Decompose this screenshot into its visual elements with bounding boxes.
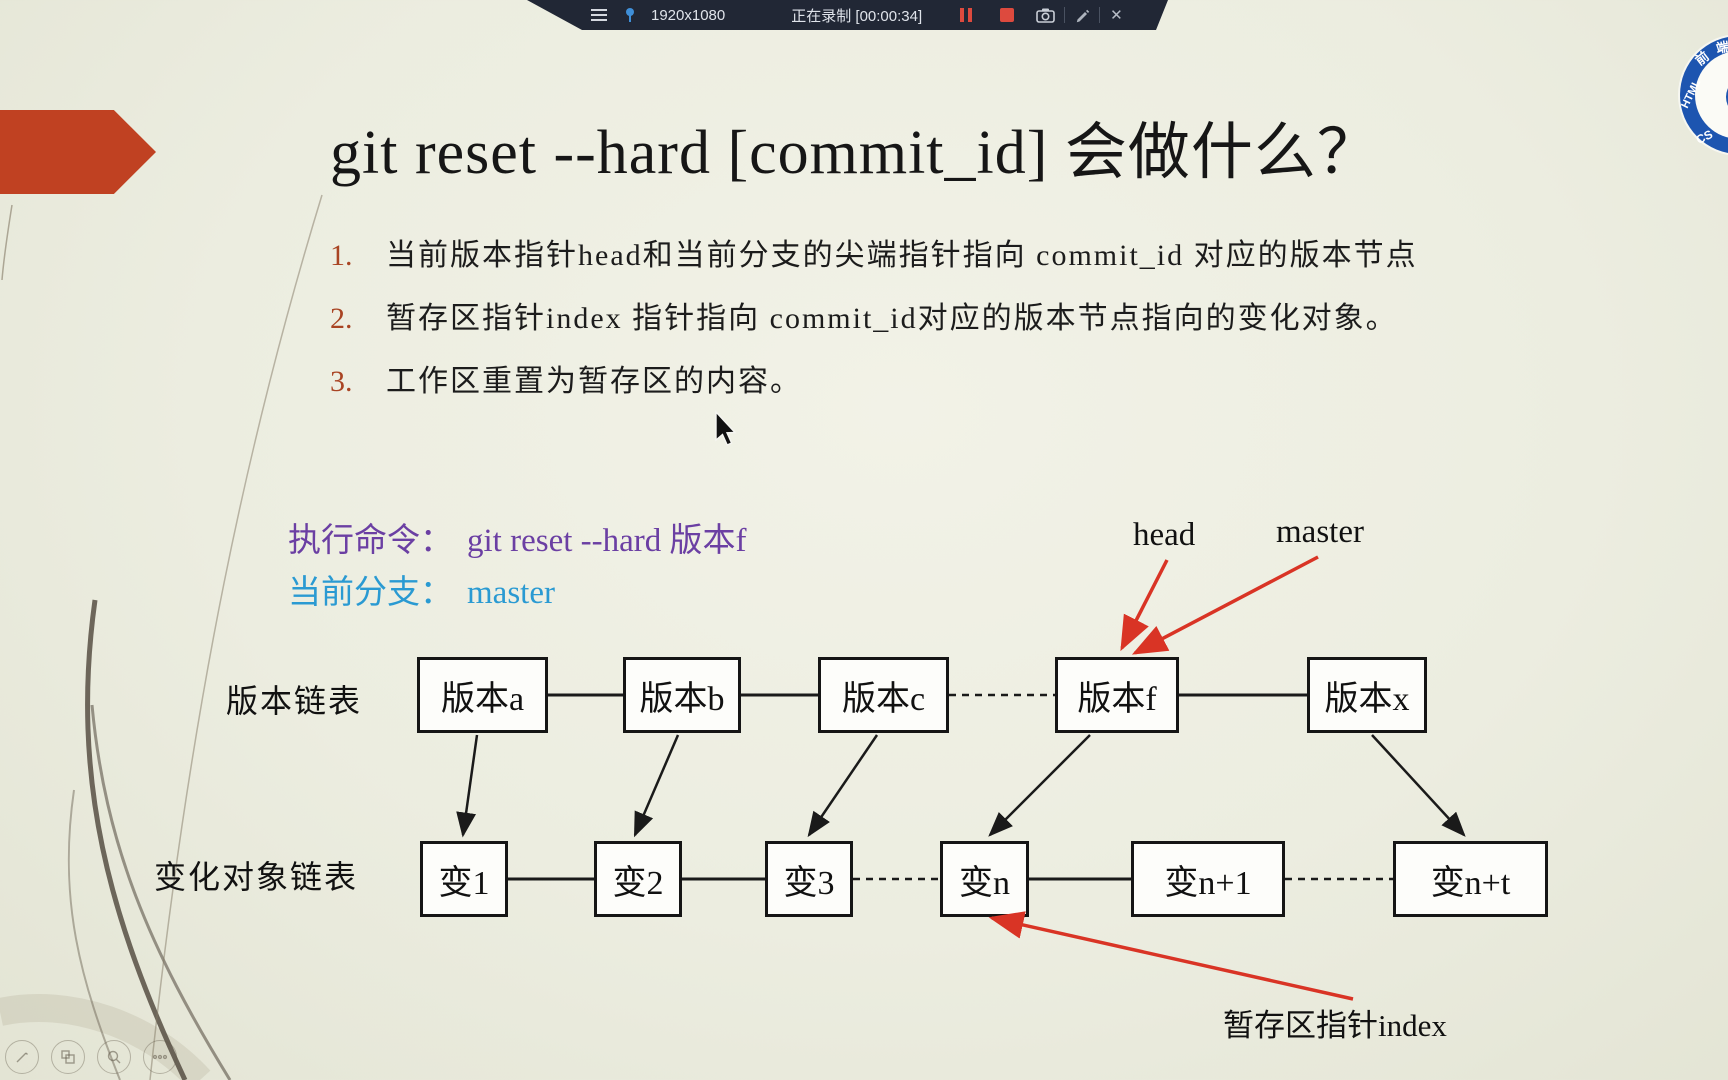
stop-icon[interactable] [1000, 8, 1014, 22]
magnifier-icon [107, 1050, 121, 1064]
logo-ring-text: 端 [1714, 38, 1728, 57]
change-node-text: 变n+t [1430, 864, 1511, 902]
index-pointer-label: 暂存区指针index [1223, 1008, 1447, 1043]
bullet-number: 1. [330, 239, 353, 272]
resolution-label: 1920x1080 [651, 6, 726, 24]
presenter-toolbar [5, 1040, 177, 1074]
change-node-box: 变n+1 [1131, 841, 1285, 917]
change-node-text: 变1 [438, 864, 490, 902]
bullet-number: 3. [330, 365, 353, 398]
pin-icon[interactable] [623, 7, 637, 23]
pen-icon [16, 1052, 28, 1063]
toolbar-divider [1064, 7, 1065, 23]
bullet-text: 当前版本指针head和当前分支的尖端指针指向 commit_id 对应的版本节点 [386, 239, 1418, 272]
branch-value: master [467, 575, 555, 611]
change-node-box: 变n [940, 841, 1029, 917]
head-pointer-label: head [1133, 517, 1196, 553]
bullet-text: 暂存区指针index 指针指向 commit_id对应的版本节点指向的变化对象。 [386, 302, 1398, 335]
bullet-item: 3. 工作区重置为暂存区的内容。 [330, 362, 802, 402]
bullet-number: 2. [330, 302, 353, 335]
current-branch-line: 当前分支： master [288, 571, 555, 615]
version-node-box: 版本f [1055, 657, 1179, 733]
slides-grid-icon [61, 1050, 75, 1064]
change-node-text: 变n [959, 864, 1010, 902]
slides-overview-button[interactable] [51, 1040, 85, 1074]
command-label: 执行命令： [288, 523, 453, 559]
close-icon[interactable]: ✕ [1110, 6, 1123, 24]
master-pointer-label: master [1276, 514, 1364, 550]
version-node-text: 版本f [1077, 680, 1157, 718]
change-node-box: 变n+t [1393, 841, 1548, 917]
slide-accent-arrow [0, 110, 156, 194]
pencil-icon[interactable] [1074, 7, 1090, 23]
camera-icon[interactable] [1036, 7, 1055, 23]
slide-title: git reset --hard [commit_id] 会做什么？ [330, 119, 1380, 187]
menu-icon[interactable] [591, 9, 607, 21]
change-node-text: 变3 [783, 864, 835, 902]
change-node-text: 变n+1 [1164, 864, 1252, 902]
pause-icon[interactable] [960, 8, 972, 22]
screen-recorder-toolbar: 1920x1080 正在录制 [00:00:34] ✕ [527, 0, 1168, 30]
bullet-item: 1. 当前版本指针head和当前分支的尖端指针指向 commit_id 对应的版… [330, 236, 1418, 276]
version-list-label: 版本链表 [226, 683, 363, 719]
version-node-box: 版本c [818, 657, 949, 733]
change-node-text: 变2 [612, 864, 664, 902]
more-dots-icon [152, 1054, 168, 1060]
version-node-text: 版本a [440, 680, 525, 718]
bullet-item: 2. 暂存区指针index 指针指向 commit_id对应的版本节点指向的变化… [330, 299, 1398, 339]
bullet-text: 工作区重置为暂存区的内容。 [386, 365, 802, 398]
zoom-tool-button[interactable] [97, 1040, 131, 1074]
change-node-box: 变3 [765, 841, 853, 917]
pen-tool-button[interactable] [5, 1040, 39, 1074]
version-node-text: 版本x [1324, 680, 1410, 718]
toolbar-divider [1099, 7, 1100, 23]
executed-command-line: 执行命令： git reset --hard 版本f [288, 519, 747, 563]
logo-center-glyph [1726, 76, 1728, 118]
version-node-box: 版本b [623, 657, 741, 733]
command-value: git reset --hard 版本f [467, 523, 747, 559]
version-node-box: 版本x [1307, 657, 1427, 733]
branch-label: 当前分支： [288, 575, 453, 611]
change-node-box: 变2 [594, 841, 682, 917]
more-options-button[interactable] [143, 1040, 177, 1074]
version-node-box: 版本a [417, 657, 548, 733]
recording-status: 正在录制 [00:00:34] [791, 7, 923, 25]
version-node-text: 版本c [841, 680, 926, 718]
change-list-label: 变化对象链表 [154, 859, 359, 895]
change-node-box: 变1 [420, 841, 508, 917]
version-node-text: 版本b [639, 680, 725, 718]
channel-logo: 前 端 HTML CS [1679, 36, 1728, 154]
